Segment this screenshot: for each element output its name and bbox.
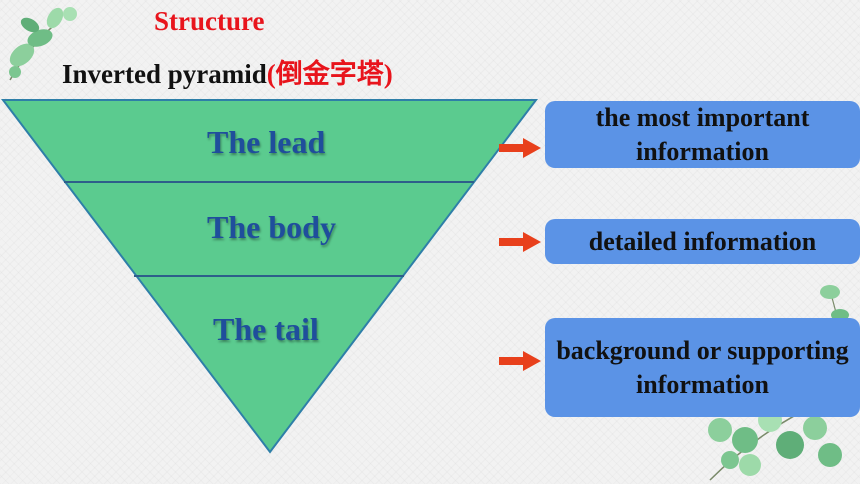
pyramid-level-body: The body xyxy=(207,209,336,245)
description-box-tail: background or supporting information xyxy=(545,318,860,417)
arrow-right-icon xyxy=(499,138,541,158)
subtitle-chinese: (倒金字塔) xyxy=(266,59,393,89)
arrow-right-icon xyxy=(499,232,541,252)
slide-subtitle: Inverted pyramid(倒金字塔) xyxy=(62,52,393,91)
inverted-pyramid xyxy=(0,99,539,454)
pyramid-level-tail: The tail xyxy=(213,311,319,347)
slide-title: Structure xyxy=(154,6,265,36)
description-box-lead: the most important information xyxy=(545,101,860,168)
subtitle-english: Inverted pyramid xyxy=(62,59,267,89)
arrow-right-icon xyxy=(499,351,541,371)
leaf-sprig-icon xyxy=(9,7,77,81)
pyramid-level-lead: The lead xyxy=(207,124,326,160)
description-box-body: detailed information xyxy=(545,219,860,264)
